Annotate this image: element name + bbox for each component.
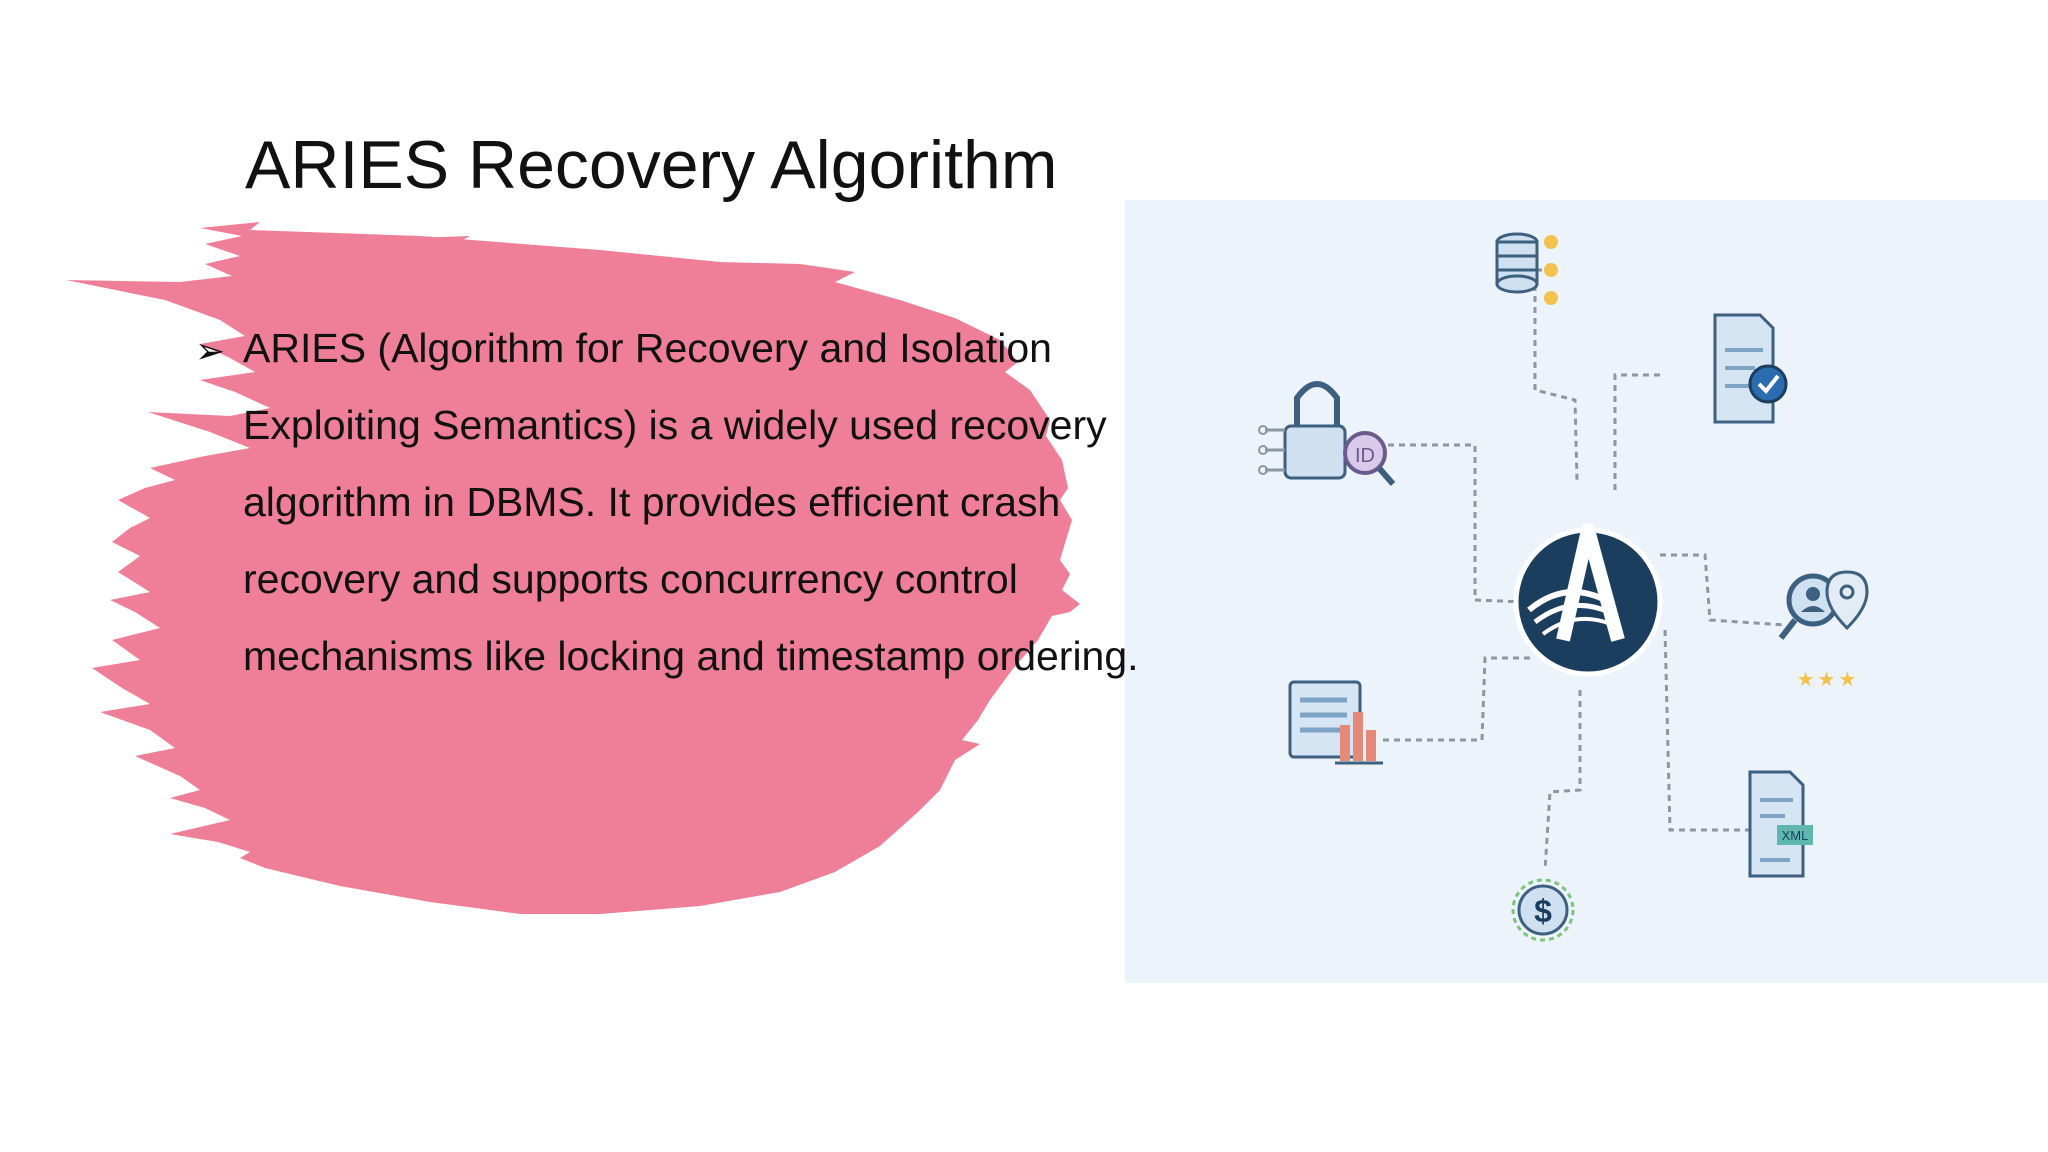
slide-title: ARIES Recovery Algorithm (245, 127, 1058, 203)
user-location-search-icon: ★★★ (1778, 570, 1869, 691)
report-chart-icon (1288, 680, 1383, 765)
bullet-list: ➢ ARIES (Algorithm for Recovery and Isol… (195, 310, 1155, 695)
database-icon (1495, 232, 1558, 305)
id-badge-text: ID (1355, 445, 1375, 467)
connector-lines (1333, 268, 1786, 871)
xml-badge-text: XML (1782, 828, 1809, 843)
dollar-coin-icon: $ (1511, 878, 1575, 942)
bullet-text: ARIES (Algorithm for Recovery and Isolat… (243, 325, 1139, 679)
xml-document-icon: XML (1748, 770, 1813, 878)
aries-logo-icon (1513, 523, 1663, 677)
aries-diagram-image: ID ★★★ (1125, 200, 2048, 983)
verified-document-icon (1713, 313, 1788, 424)
arrow-bullet-icon: ➢ (195, 330, 226, 371)
rating-stars-icon: ★★★ (1797, 667, 1860, 691)
dollar-sign-text: $ (1534, 893, 1552, 929)
lock-id-search-icon: ID (1258, 381, 1396, 486)
